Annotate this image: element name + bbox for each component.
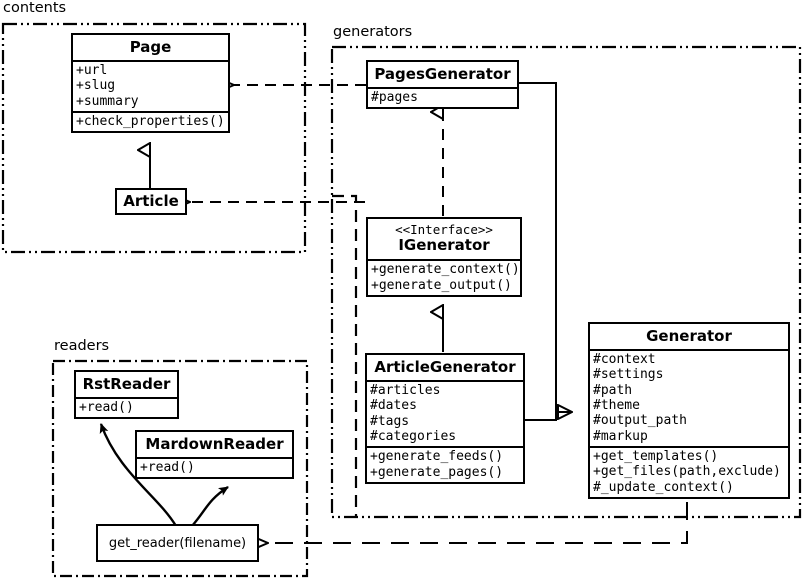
operation: +generate_feeds() bbox=[370, 449, 504, 465]
class-page-name: Page bbox=[129, 38, 172, 56]
function-get-reader-label: get_reader(filename) bbox=[108, 535, 247, 551]
class-pages-generator[interactable]: PagesGenerator #pages bbox=[366, 60, 519, 110]
class-mardown-reader-name: MardownReader bbox=[145, 435, 284, 453]
class-page-attributes: +url +slug +summary bbox=[73, 60, 228, 111]
attribute: #categories bbox=[370, 428, 457, 444]
operation: +generate_context() bbox=[371, 262, 520, 278]
class-generator-operations: +get_templates() +get_files(path,exclude… bbox=[590, 445, 788, 497]
attribute: #path bbox=[593, 382, 633, 398]
package-border-generators-inner bbox=[332, 194, 358, 516]
connector-pagesgenerator-inherits-generator bbox=[519, 82, 572, 412]
attribute: +summary bbox=[76, 93, 139, 109]
class-article-generator-name: ArticleGenerator bbox=[374, 358, 516, 376]
class-igenerator-operations: +generate_context() +generate_output() bbox=[368, 259, 520, 295]
package-label-readers: readers bbox=[53, 338, 112, 354]
operation: +read() bbox=[140, 460, 195, 475]
attribute: #theme bbox=[593, 397, 640, 413]
package-label-generators: generators bbox=[332, 24, 415, 40]
class-mardown-reader[interactable]: MardownReader +read() bbox=[135, 430, 294, 480]
attribute: #context bbox=[593, 352, 656, 367]
operation: +get_files(path,exclude) bbox=[593, 464, 781, 480]
function-get-reader[interactable]: get_reader(filename) bbox=[96, 524, 259, 562]
class-article-generator[interactable]: ArticleGenerator #articles #dates #tags … bbox=[365, 353, 525, 484]
class-pages-generator-attributes: #pages bbox=[368, 87, 517, 107]
connector-generator-uses-get-reader bbox=[268, 502, 688, 543]
class-igenerator[interactable]: <<Interface>> IGenerator +generate_conte… bbox=[366, 217, 522, 298]
class-pages-generator-name: PagesGenerator bbox=[374, 65, 511, 83]
class-article-generator-operations: +generate_feeds() +generate_pages() bbox=[367, 446, 523, 482]
package-label-contents: contents bbox=[2, 0, 69, 16]
attribute: #settings bbox=[593, 367, 664, 383]
class-article-name: Article bbox=[123, 192, 179, 210]
operation: +generate_output() bbox=[371, 277, 512, 293]
operation: +get_templates() bbox=[593, 448, 719, 464]
class-rst-reader-operations: +read() bbox=[76, 397, 177, 417]
class-generator-name: Generator bbox=[646, 327, 732, 345]
class-article-generator-attributes: #articles #dates #tags #categories bbox=[367, 380, 523, 446]
operation: +read() bbox=[79, 400, 134, 415]
attribute: +url bbox=[76, 63, 108, 78]
class-article[interactable]: Article bbox=[115, 188, 187, 215]
class-rst-reader-name: RstReader bbox=[82, 375, 171, 393]
class-generator[interactable]: Generator #context #settings #path #them… bbox=[588, 322, 790, 499]
class-page[interactable]: Page +url +slug +summary +check_properti… bbox=[71, 33, 230, 134]
class-generator-attributes: #context #settings #path #theme #output_… bbox=[590, 349, 788, 446]
attribute: #pages bbox=[371, 90, 418, 105]
operation: #_update_context() bbox=[593, 479, 734, 495]
class-mardown-reader-operations: +read() bbox=[137, 457, 292, 477]
class-page-operations: +check_properties() bbox=[73, 110, 228, 131]
attribute: +slug bbox=[76, 78, 116, 94]
connector-articlegenerator-inherits-generator bbox=[525, 411, 572, 421]
class-igenerator-name: IGenerator bbox=[398, 236, 490, 255]
attribute: #dates bbox=[370, 398, 417, 414]
connector-get-reader-returns-mardownreader bbox=[191, 485, 229, 527]
attribute: #output_path bbox=[593, 413, 687, 429]
attribute: #markup bbox=[593, 428, 648, 444]
operation: +generate_pages() bbox=[370, 464, 504, 480]
class-igenerator-stereotype: <<Interface>> bbox=[395, 222, 493, 237]
attribute: #tags bbox=[370, 413, 410, 429]
attribute: #articles bbox=[370, 383, 441, 398]
operation: +check_properties() bbox=[76, 113, 225, 129]
class-rst-reader[interactable]: RstReader +read() bbox=[74, 370, 179, 420]
